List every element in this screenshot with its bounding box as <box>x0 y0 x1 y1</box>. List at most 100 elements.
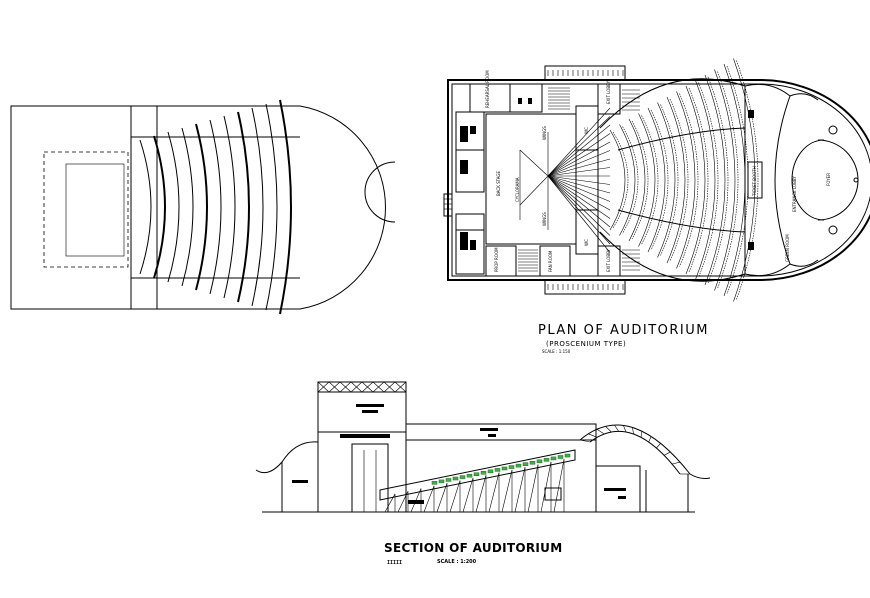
roof-seat-arc <box>153 135 166 279</box>
rake-brace <box>540 461 552 513</box>
seat-row-chairs <box>650 109 669 251</box>
roof-seat-arc <box>237 111 250 303</box>
stage-dashed-outline <box>43 151 129 268</box>
room-label-wc-top: WC <box>584 127 589 134</box>
roof-seat-arc <box>181 127 194 287</box>
section-seat <box>459 475 466 479</box>
stage-inner-rectangle <box>65 163 125 257</box>
entrance-porch-arc <box>817 139 859 221</box>
sightline <box>547 158 611 177</box>
arch-web <box>640 431 643 438</box>
prop-room <box>485 245 517 277</box>
section-seat <box>529 460 536 465</box>
sightline <box>547 175 611 202</box>
bottom-projection <box>544 279 626 295</box>
sightline <box>547 175 611 185</box>
room-label-wings-bottom: WINGS <box>542 212 547 226</box>
arch-web <box>605 426 612 433</box>
sightline <box>547 175 611 211</box>
truss-web <box>383 381 396 393</box>
seat-row-chairs <box>622 126 639 234</box>
arch-web <box>623 425 627 433</box>
section-title: SECTION OF AUDITORIUM <box>384 541 563 555</box>
seat-row <box>723 63 746 297</box>
top-projection <box>544 65 626 81</box>
top-service-room <box>509 83 543 113</box>
room-label-ticket-booth: TICKET BOOTH <box>752 166 757 196</box>
section-seat <box>557 455 564 459</box>
rake-brace <box>423 485 435 513</box>
seat-row <box>695 80 716 280</box>
rake-brace <box>527 464 539 513</box>
fan-room <box>539 245 571 277</box>
roof-plan <box>10 99 396 315</box>
arch-web <box>671 461 681 465</box>
room-label-foyer: FOYER <box>826 173 831 186</box>
left-room-block-top <box>455 111 485 193</box>
section-seat <box>550 456 557 461</box>
sightline <box>547 175 611 219</box>
left-steps <box>443 193 453 217</box>
section-seat <box>466 473 473 478</box>
bottom-stair <box>518 249 640 272</box>
truss-web <box>317 381 330 393</box>
section-seat <box>431 481 438 485</box>
fly-tower <box>317 381 407 513</box>
stage-block-outline <box>10 105 132 310</box>
seat-row-chairs <box>669 98 689 262</box>
section-seat <box>487 469 494 474</box>
sightline <box>547 116 611 177</box>
rake-supports <box>384 459 565 513</box>
seat-row <box>647 107 666 253</box>
sightline <box>547 124 611 177</box>
roof-seat-arc <box>279 99 292 315</box>
section-seat <box>438 479 445 484</box>
section-seat <box>494 468 501 472</box>
truss-web <box>350 381 363 393</box>
scale-bar-mark: IIIII <box>387 560 403 566</box>
sightline <box>547 150 611 177</box>
seating-bottom-edge <box>599 231 746 282</box>
arch-web <box>632 427 634 435</box>
seat-row-chairs <box>707 76 729 284</box>
arch-truss-webs <box>579 424 690 475</box>
seating-top-edge <box>599 78 746 129</box>
truss-web <box>394 381 407 393</box>
roof-seat-arc <box>209 119 222 295</box>
roof-entrance-arc <box>364 161 396 223</box>
arch-web <box>579 439 591 443</box>
section-seat <box>501 466 508 471</box>
roof-seat-arc <box>265 103 278 311</box>
rake-brace <box>553 459 565 513</box>
seat-row <box>666 96 686 264</box>
rake-brace <box>475 475 487 513</box>
seat-row <box>628 118 646 242</box>
rake-brace <box>488 472 500 513</box>
sightline <box>547 133 611 177</box>
auditorium-hall <box>405 423 597 513</box>
rake-brace <box>449 480 461 513</box>
auditorium-roof-outline <box>131 105 386 310</box>
roof-seat-arc <box>167 131 180 283</box>
room-label-green-room: GREEN ROOM <box>785 234 790 262</box>
seat-row-chairs <box>660 104 679 256</box>
rake-brace <box>514 467 526 513</box>
arch-web <box>648 436 652 443</box>
seat-row-chairs <box>698 82 719 278</box>
aisle-line <box>617 127 746 151</box>
sightline-fan <box>547 107 611 253</box>
seating-rows <box>609 58 759 302</box>
arch-web <box>664 451 671 456</box>
roof-seat-arc <box>139 139 152 275</box>
auditorium-section <box>255 381 711 513</box>
rake-brace <box>397 491 409 513</box>
roof-seat-arc <box>223 115 236 299</box>
plan-title: PLAN OF AUDITORIUM <box>538 323 709 338</box>
seat-row <box>619 124 636 236</box>
sightline <box>547 175 611 236</box>
roof-seat-arc <box>195 123 208 291</box>
seat-row <box>657 102 676 258</box>
left-roof-curve <box>255 441 319 474</box>
fly-tower-truss <box>317 381 407 393</box>
